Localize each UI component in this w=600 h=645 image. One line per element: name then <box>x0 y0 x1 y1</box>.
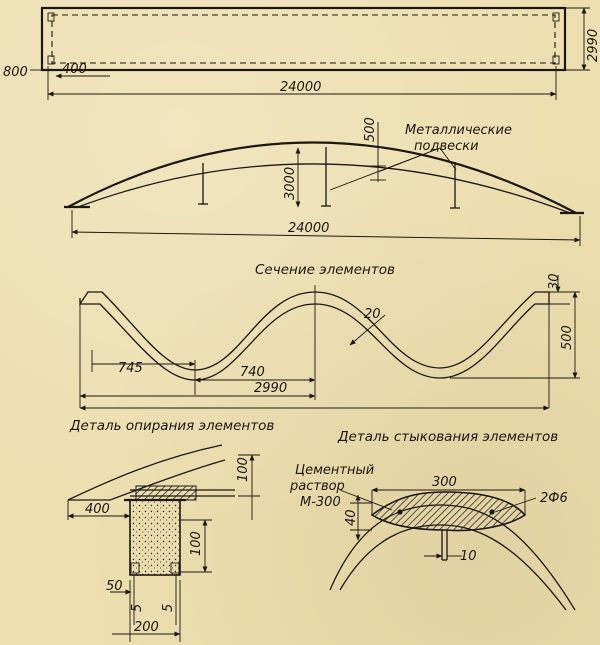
dim-support-50: 50 <box>106 579 123 594</box>
plan-view: 2990 800 400 24000 <box>3 6 600 100</box>
plan-anchor <box>47 55 55 65</box>
dim-support-200: 200 <box>134 620 159 635</box>
dim-support-100-top: 100 <box>236 457 251 482</box>
label-mortar-1: Цементный <box>295 463 374 478</box>
dim-sag: 500 <box>363 117 378 142</box>
support-shell-bottom <box>68 459 226 501</box>
dim-rise: 3000 <box>283 167 298 200</box>
rebar-dot <box>397 509 403 515</box>
dim-plan-offset: 400 <box>62 62 87 77</box>
joint-detail-title: Деталь стыкования элементов <box>337 429 558 445</box>
dim-joint-300: 300 <box>432 475 457 490</box>
dim-section-b: 740 <box>240 365 265 380</box>
dim-span: 24000 <box>288 221 329 236</box>
plan-anchor <box>552 55 560 65</box>
leader-mortar <box>339 489 393 511</box>
wave-section-bottom <box>80 292 550 381</box>
joint-shell-inner <box>339 524 567 611</box>
dim-support-100-mid: 100 <box>189 531 204 556</box>
dim-plan-width: 2990 <box>586 29 600 62</box>
plan-inner-dashed <box>51 14 556 64</box>
label-rebar: 2Ф6 <box>540 491 568 506</box>
dim-support-400: 400 <box>85 502 110 517</box>
plan-outline <box>40 6 567 72</box>
dim-section-lip: 30 <box>547 273 562 290</box>
support-detail-title: Деталь опирания элементов <box>69 418 274 434</box>
joint-mortar <box>370 491 527 532</box>
dim-section-thickness: 20 <box>364 307 381 322</box>
dim-section-total: 2990 <box>254 381 287 396</box>
elevation-view: 3000 500 Металлические подвески 24000 <box>64 117 584 246</box>
label-mortar-2: раствор <box>289 479 345 494</box>
joint-detail: Деталь стыкования элементов 300 40 10 2Ф… <box>289 429 576 611</box>
plan-anchor <box>47 12 55 22</box>
support-detail: Деталь опирания элементов 400 100 100 50… <box>67 418 274 642</box>
dim-support-5b: 5 <box>161 604 176 612</box>
dim-plan-edge: 800 <box>3 65 28 80</box>
arch-bottom-curve <box>77 163 571 214</box>
label-hangers-line1: Металлические <box>405 123 512 138</box>
dim-line-span <box>71 229 581 243</box>
section-title: Сечение элементов <box>255 262 395 278</box>
support-shell-top <box>67 444 223 501</box>
label-mortar-3: М-300 <box>300 495 341 510</box>
support-plate <box>135 485 197 501</box>
dim-joint-10: 10 <box>460 549 477 564</box>
label-hangers-line2: подвески <box>414 139 479 154</box>
support-column <box>129 499 181 576</box>
dim-section-a: 745 <box>118 361 143 376</box>
dim-section-height: 500 <box>560 325 575 350</box>
leader-rebar <box>494 497 537 513</box>
dim-joint-40: 40 <box>344 509 359 526</box>
dim-support-5a: 5 <box>130 604 145 612</box>
rebar-dot <box>489 509 495 515</box>
dim-line-thickness <box>349 314 386 346</box>
section-view: Сечение элементов 745 740 2990 500 30 20 <box>79 262 580 411</box>
plan-anchor <box>552 12 560 22</box>
dim-plan-length: 24000 <box>280 80 321 95</box>
arch-top-curve <box>67 141 577 214</box>
